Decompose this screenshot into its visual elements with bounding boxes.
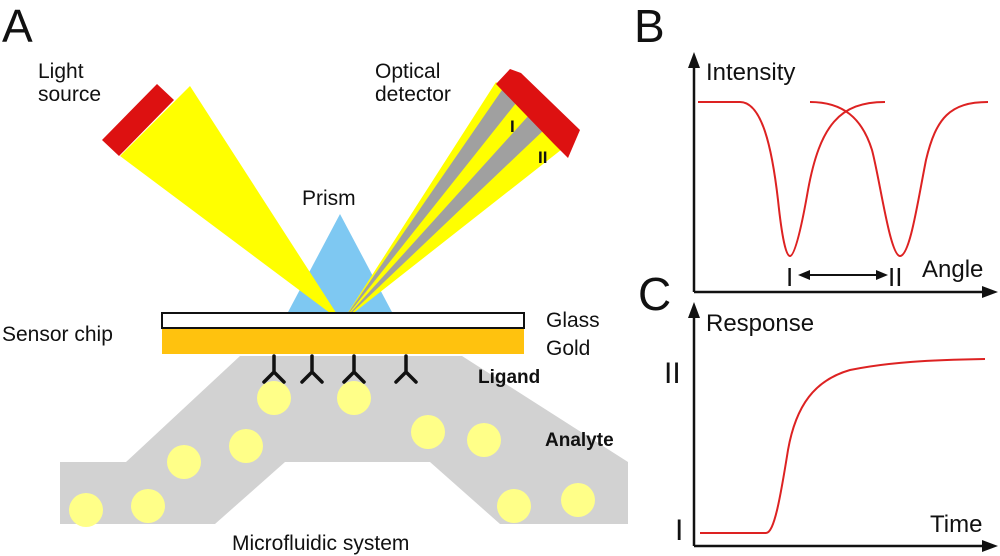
graph-c-ylabel: Response	[706, 310, 814, 337]
channel-bridge	[215, 462, 500, 524]
graph-c-xlabel: Time	[930, 511, 982, 538]
analyte-particles	[69, 381, 595, 527]
graph-b-mark-i: I	[786, 262, 793, 292]
graph-b-shift-arrow-left	[798, 270, 810, 280]
analyte-particle	[411, 415, 445, 449]
graph-c-mark-ii: II	[664, 357, 681, 390]
glass-layer	[161, 312, 525, 329]
incident-beam	[120, 86, 342, 322]
panel-a-letter: A	[2, 0, 33, 52]
analyte-particle	[561, 483, 595, 517]
ligand-icon	[342, 354, 366, 384]
optical-detector-label-2: detector	[375, 83, 451, 106]
analyte-particle	[229, 429, 263, 463]
graph-b-y-arrow	[688, 52, 700, 68]
ligand-icon	[300, 354, 324, 384]
reflected-beam-band-2	[342, 114, 546, 322]
optical-detector-label-1: Optical	[375, 60, 440, 83]
graph-c-mark-i: I	[675, 514, 683, 547]
light-source-label-1: Light	[38, 60, 84, 83]
prism-label: Prism	[302, 187, 356, 210]
light-source	[102, 84, 174, 156]
graph-b-curve-ii	[809, 101, 989, 258]
analyte-particle	[467, 423, 501, 457]
reflected-beam-band-1	[342, 90, 516, 322]
analyte-particle	[69, 493, 103, 527]
ligand-icon	[262, 354, 286, 384]
graph-b-axes	[692, 62, 988, 294]
analyte-label: Analyte	[545, 430, 614, 451]
analyte-particle	[257, 381, 291, 415]
graph-b-mark-ii: II	[888, 262, 902, 292]
panel-c-letter: C	[638, 268, 671, 320]
sensor-chip-label: Sensor chip	[2, 323, 113, 346]
graph-b-curve-i	[698, 101, 886, 258]
gold-label: Gold	[546, 337, 590, 360]
ligand-label: Ligand	[478, 367, 540, 388]
ligand-icon	[394, 354, 418, 384]
light-source-label-2: source	[38, 83, 101, 106]
optical-detector	[496, 69, 580, 158]
gold-layer	[162, 329, 524, 354]
graph-c-response-curve	[700, 358, 986, 534]
analyte-particle	[497, 489, 531, 523]
analyte-particle	[167, 445, 201, 479]
graph-c-x-arrow	[982, 540, 998, 552]
panel-b-letter: B	[634, 0, 665, 52]
graph-c-axes	[692, 312, 988, 548]
ligands	[262, 354, 418, 384]
graph-b-shift-arrow-right	[876, 270, 888, 280]
detector-mark-i: I	[510, 117, 515, 136]
graph-b-x-arrow	[982, 286, 998, 298]
analyte-particle	[131, 489, 165, 523]
graph-b-xlabel: Angle	[922, 256, 983, 283]
graph-b-ylabel: Intensity	[706, 59, 795, 86]
microfluidic-label: Microfluidic system	[232, 532, 409, 555]
graph-c-y-arrow	[688, 302, 700, 318]
microfluidic-channel	[60, 356, 628, 524]
glass-label: Glass	[546, 309, 600, 332]
analyte-particle	[337, 381, 371, 415]
detector-mark-ii: II	[538, 148, 547, 167]
